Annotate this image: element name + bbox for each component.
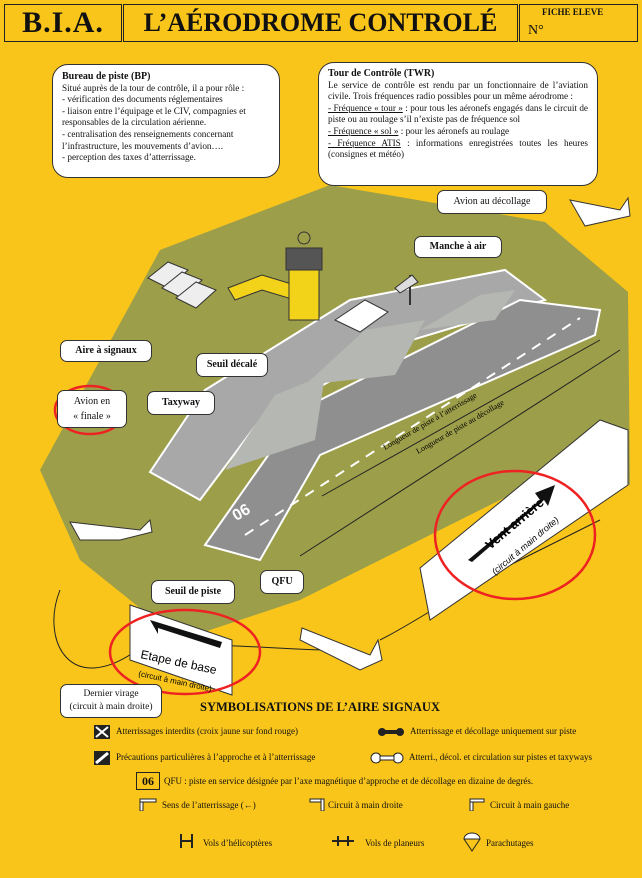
legend-title: SYMBOLISATIONS DE L’AIRE SIGNAUX (200, 700, 440, 714)
glider-icon (330, 834, 356, 853)
etape-base-highlight (108, 608, 262, 696)
hangar (175, 281, 217, 309)
legend-item: Atterrissage et décollage uniquement sur… (410, 726, 577, 736)
cross-signal-icon (94, 725, 110, 739)
right-circuit-icon (308, 797, 328, 816)
bureau-piste-item: - vérification des documents réglementai… (62, 94, 223, 105)
bureau-piste-item: - centralisation des renseignements conc… (62, 128, 234, 151)
dernier-virage-label: Dernier virage (circuit à main droite) (60, 684, 162, 718)
airplane-base-icon (299, 627, 383, 671)
runway-number: 06 (230, 501, 254, 525)
airplane-final-icon (69, 518, 153, 541)
qfu-label: QFU (260, 570, 304, 594)
bureau-piste-title: Bureau de piste (BP) (62, 71, 151, 82)
landing-direction-icon (138, 797, 160, 816)
fiche-header-box: FICHE ELEVE N° (519, 4, 638, 42)
landing-direction-svg (139, 798, 157, 812)
bia-title: B.I.A. (22, 6, 104, 39)
dumbbell-svg (378, 728, 404, 736)
avion-finale-line2: « finale » (73, 411, 111, 422)
dumbbell-icon (377, 725, 405, 744)
parachute-svg (463, 832, 481, 852)
left-circuit-svg (469, 798, 485, 812)
dumbbell-outline-svg (370, 752, 404, 764)
freq-tour-text: : pour tous les aéronefs engagés dans le… (328, 102, 588, 125)
windsock-icon (394, 274, 419, 294)
page-title: L’AÉRODROME CONTROLÉ (143, 8, 498, 37)
legend-item: Atterrissages interdits (croix jaune sur… (116, 726, 298, 736)
avion-decollage-label: Avion au décollage (437, 190, 547, 214)
diagonal-svg (95, 751, 109, 765)
parachute-icon (462, 831, 482, 858)
bureau-piste-item: - liaison entre l’équipage et le CIV, co… (62, 105, 246, 128)
hangar (161, 271, 203, 299)
control-tower (288, 269, 320, 321)
bureau-piste-callout: Bureau de piste (BP) Situé auprès de la … (52, 64, 280, 178)
numero-label: N° (528, 23, 544, 38)
tower-cab (285, 247, 323, 271)
legend-item: Précautions particulières à l’approche e… (116, 752, 316, 762)
legend-item: QFU : piste en service désignée par l’ax… (164, 776, 534, 786)
aire-signaux-label: Aire à signaux (60, 340, 152, 362)
fiche-label: FICHE ELEVE (542, 7, 604, 17)
title-header-box: L’AÉRODROME CONTROLÉ (123, 4, 518, 42)
runway (203, 298, 602, 562)
tour-controle-title: Tour de Contrôle (TWR) (328, 68, 435, 79)
tour-controle-intro: Le service de contrôle est rendu par un … (328, 79, 588, 102)
bureau-piste-item: - perception des taxes d’atterrissage. (62, 152, 196, 163)
diagonal-bar-icon (94, 751, 110, 765)
legend-item: Sens de l’atterrissage (←) (162, 800, 256, 810)
legend-item: Vols d’hélicoptères (203, 838, 273, 848)
legend-item: Circuit à main droite (328, 800, 403, 810)
helicopter-icon (178, 832, 198, 855)
helicopter-svg (180, 834, 193, 848)
manche-air-label: Manche à air (414, 236, 502, 258)
etape-base-arrow-icon (150, 620, 222, 648)
runway-centerline (244, 317, 581, 536)
freq-atis-text: : informations enregistrées toutes les h… (328, 137, 588, 160)
freq-sol-text: : pour les aéronefs au roulage (398, 125, 510, 136)
bureau-piste-intro: Situé auprès de la tour de contrôle, il … (62, 82, 245, 93)
legend-item: Atterri., décol. et circulation sur pist… (409, 752, 592, 762)
hangar (147, 261, 189, 289)
qfu-number-box: 06 (136, 772, 160, 790)
length-arrow-landing (321, 339, 601, 497)
dumbbell-outline-icon (370, 751, 404, 770)
grass-island (225, 375, 325, 470)
airplane-takeoff-icon (569, 196, 631, 227)
right-circuit-svg (309, 798, 325, 812)
avion-finale-line1: Avion en (73, 396, 111, 407)
taxyway-label: Taxyway (147, 391, 215, 415)
seuil-decale-label: Seuil décalé (196, 353, 268, 377)
bia-header-box: B.I.A. (4, 4, 122, 42)
glider-svg (332, 836, 354, 846)
dernier-virage-title: Dernier virage (83, 689, 139, 699)
vent-arriere-panel (419, 419, 629, 621)
grass-island (305, 320, 425, 385)
freq-sol-label: - Fréquence « sol » (328, 125, 399, 136)
legend-item: Vols de planeurs (365, 838, 425, 848)
vent-arriere-highlight (433, 469, 597, 601)
grass-island (420, 290, 515, 330)
freq-atis-label: - Fréquence ATIS (328, 137, 401, 148)
signal-area (333, 299, 389, 333)
tour-controle-callout: Tour de Contrôle (TWR) Le service de con… (318, 62, 598, 186)
legend-item: Parachutages (486, 838, 534, 848)
seuil-piste-label: Seuil de piste (151, 580, 235, 604)
avion-finale-label: Avion en « finale » (57, 390, 127, 428)
radar-antenna (297, 231, 311, 245)
dernier-virage-sub: (circuit à main droite) (69, 702, 153, 712)
cross-svg (95, 726, 109, 738)
vent-arriere-arrow-icon (468, 485, 555, 562)
legend-item: Circuit à main gauche (490, 800, 570, 810)
length-arrow-takeoff (299, 349, 621, 557)
left-circuit-icon (468, 797, 488, 816)
freq-tour-label: - Fréquence « tour » (328, 102, 403, 113)
